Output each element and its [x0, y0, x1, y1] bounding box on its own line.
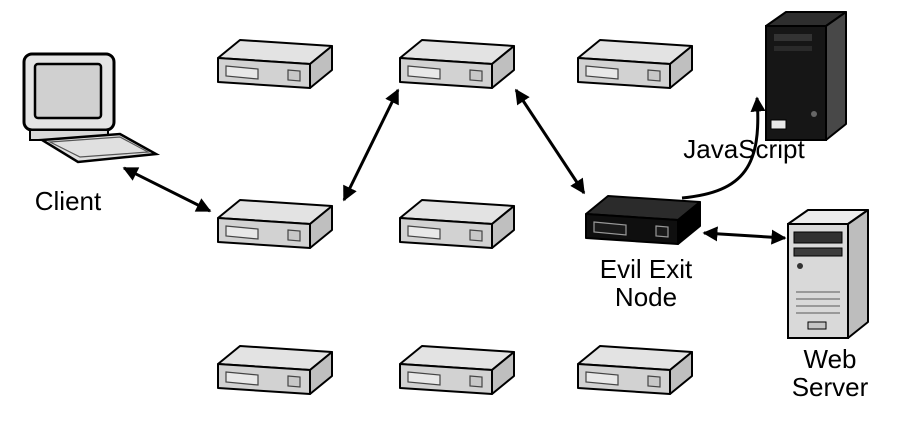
relay-node-bottom-right-icon — [577, 345, 693, 395]
client-computer-icon — [22, 52, 161, 164]
arrow-javascript-injection — [681, 96, 766, 200]
client-label: Client — [35, 186, 102, 216]
relay-node-middle-left-icon — [217, 199, 333, 249]
relay-node-top-left-icon — [217, 39, 333, 89]
evil-exit-node-label-line2: Node — [615, 282, 677, 312]
arrow-client-to-relay — [122, 166, 212, 213]
relay-node-top-right-icon — [577, 39, 693, 89]
relay-node-top-middle-icon — [399, 39, 515, 89]
web-server-computer-icon — [787, 209, 869, 339]
arrow-relay-to-relay — [342, 88, 400, 202]
arrow-evil-exit-to-web-server — [702, 226, 787, 245]
relay-node-bottom-middle-icon — [399, 345, 515, 395]
relay-node-middle-icon — [399, 199, 515, 249]
evil-exit-node-icon — [585, 195, 701, 245]
web-server-label-line1: Web — [804, 344, 857, 374]
javascript-target-computer-icon — [765, 11, 847, 141]
javascript-label: JavaScript — [683, 134, 805, 164]
arrow-relay-to-evil-exit — [514, 88, 586, 195]
web-server-label-line2: Server — [792, 372, 869, 402]
evil-exit-node-label-line1: Evil Exit — [600, 254, 693, 284]
relay-node-bottom-left-icon — [217, 345, 333, 395]
